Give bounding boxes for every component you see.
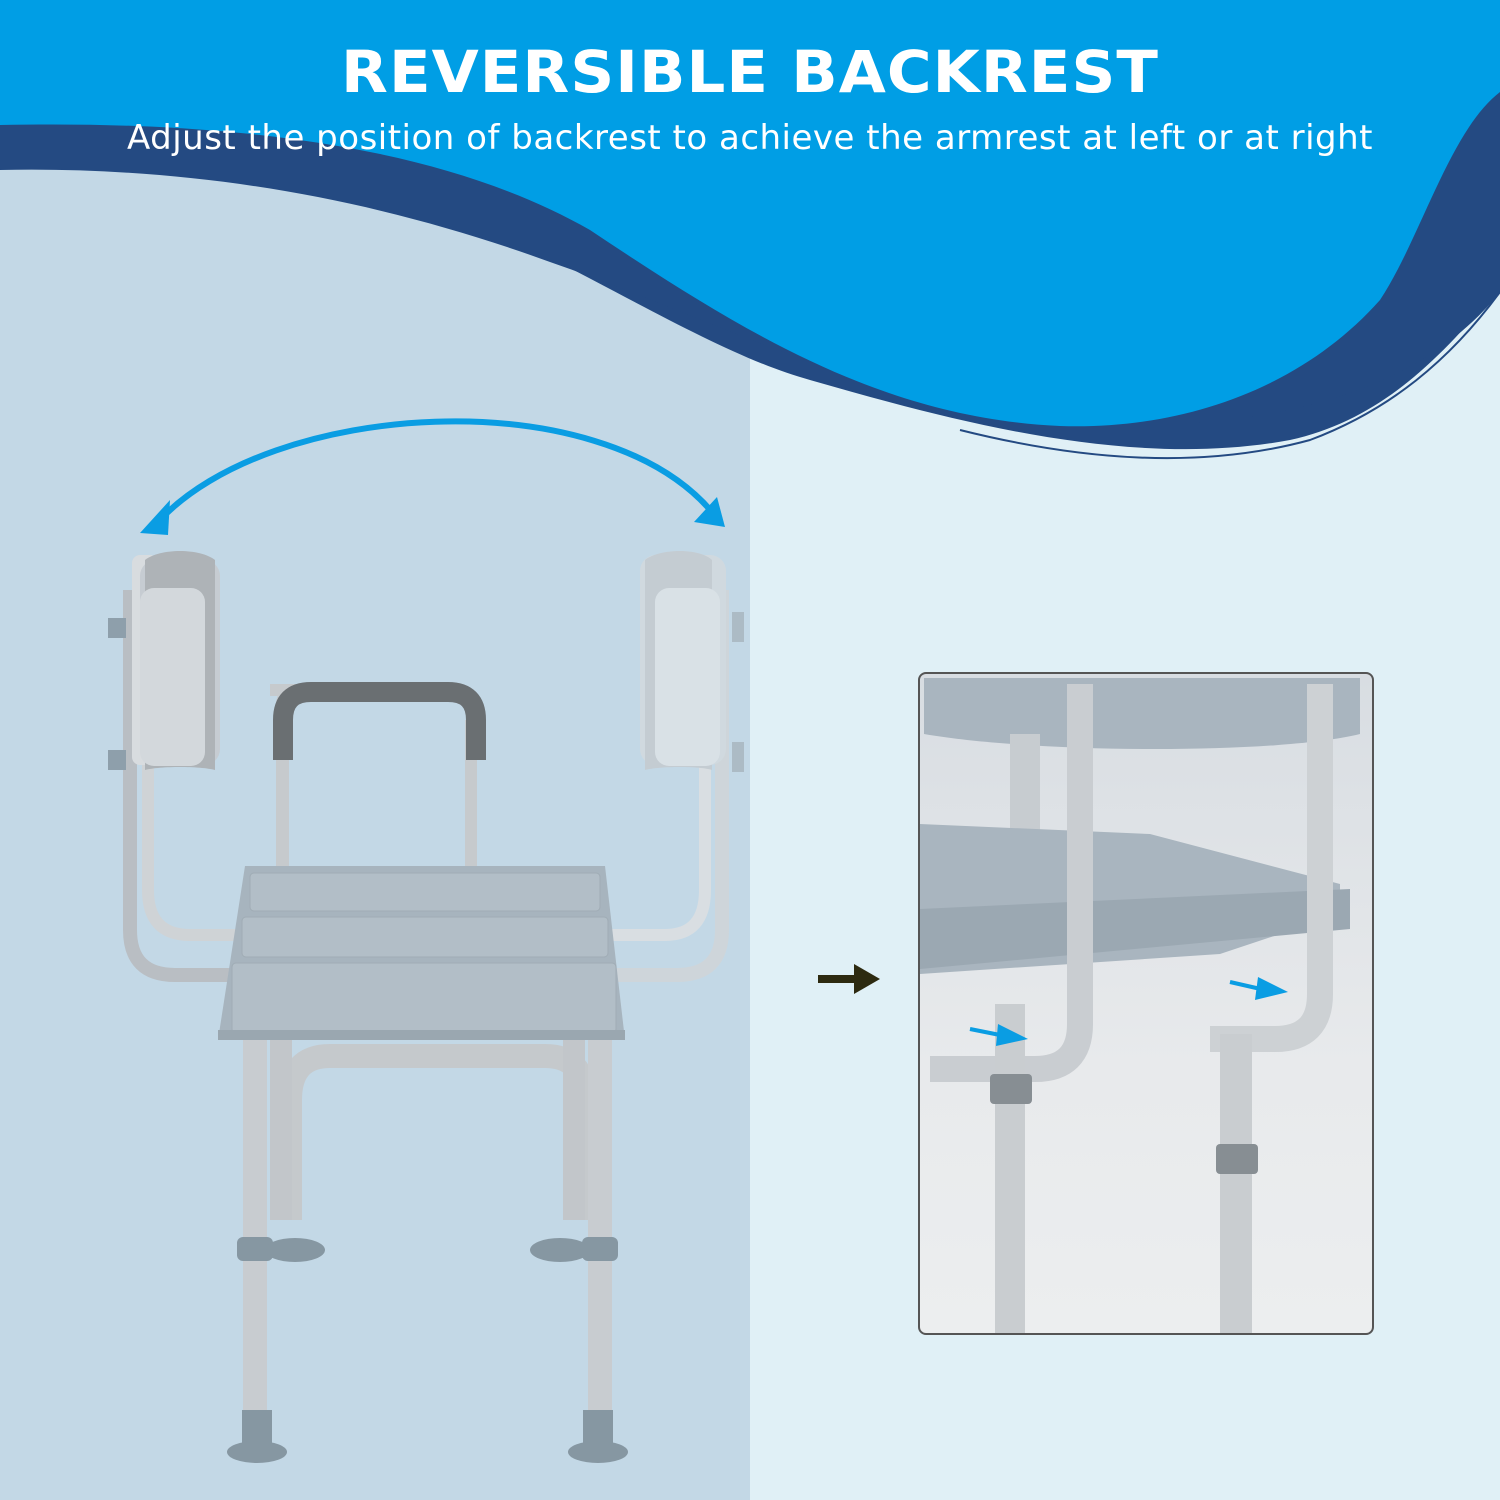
center-armrest bbox=[270, 682, 486, 880]
detail-callout-frame bbox=[918, 672, 1374, 1335]
page-title: REVERSIBLE BACKREST bbox=[341, 38, 1159, 106]
left-backrest bbox=[108, 551, 240, 982]
right-backrest bbox=[612, 551, 744, 982]
detail-closeup-illustration bbox=[920, 678, 1360, 1333]
direction-arrow-icon bbox=[969, 1024, 1028, 1046]
bench-seat bbox=[218, 866, 625, 1040]
bench-legs bbox=[227, 1040, 628, 1463]
direction-arrow-icon bbox=[1229, 977, 1288, 1000]
swap-arrow-icon bbox=[140, 418, 725, 535]
page-subtitle: Adjust the position of backrest to achie… bbox=[126, 118, 1374, 158]
pointer-arrow-icon bbox=[818, 964, 880, 994]
header-wave-banner bbox=[0, 0, 1500, 460]
